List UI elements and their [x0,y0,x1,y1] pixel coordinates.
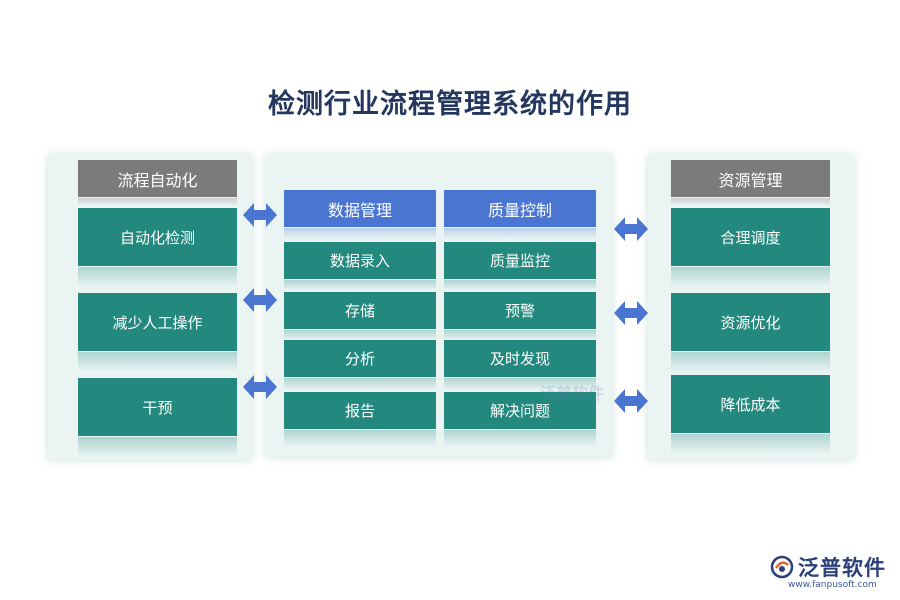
right-item-optimization: 资源优化 [671,293,830,351]
left-item-reduce-manual: 减少人工操作 [78,293,237,351]
center-col2-item: 预警 [444,292,596,329]
center-col1-item: 分析 [284,340,436,377]
fanpu-logo-icon [770,555,794,579]
watermark-text: 泛普软件 [540,384,605,403]
double-arrow-icon [614,389,648,413]
center-col1-item: 报告 [284,392,436,429]
right-item-cost-reduction: 降低成本 [671,375,830,433]
right-item-scheduling: 合理调度 [671,208,830,266]
page-title: 检测行业流程管理系统的作用 [268,89,632,120]
double-arrow-icon [243,375,277,399]
left-header: 流程自动化 [78,160,237,197]
double-arrow-icon [614,301,648,325]
center-col1-item: 数据录入 [284,242,436,279]
left-item-intervention: 干预 [78,378,237,436]
center-col2-item: 质量监控 [444,242,596,279]
center-col2-item: 及时发现 [444,340,596,377]
center-col2-item: 解决问题 [444,392,596,429]
brand-logo: 泛普软件 [770,552,886,582]
brand-url: www.fanpusoft.com [788,580,877,590]
left-item-automated-testing: 自动化检测 [78,208,237,266]
double-arrow-icon [243,203,277,227]
double-arrow-icon [243,288,277,312]
brand-name: 泛普软件 [798,556,886,580]
right-header: 资源管理 [671,160,830,197]
center-header-data-management: 数据管理 [284,190,436,227]
center-header-quality-control: 质量控制 [444,190,596,227]
double-arrow-icon [614,217,648,241]
center-col1-item: 存储 [284,292,436,329]
